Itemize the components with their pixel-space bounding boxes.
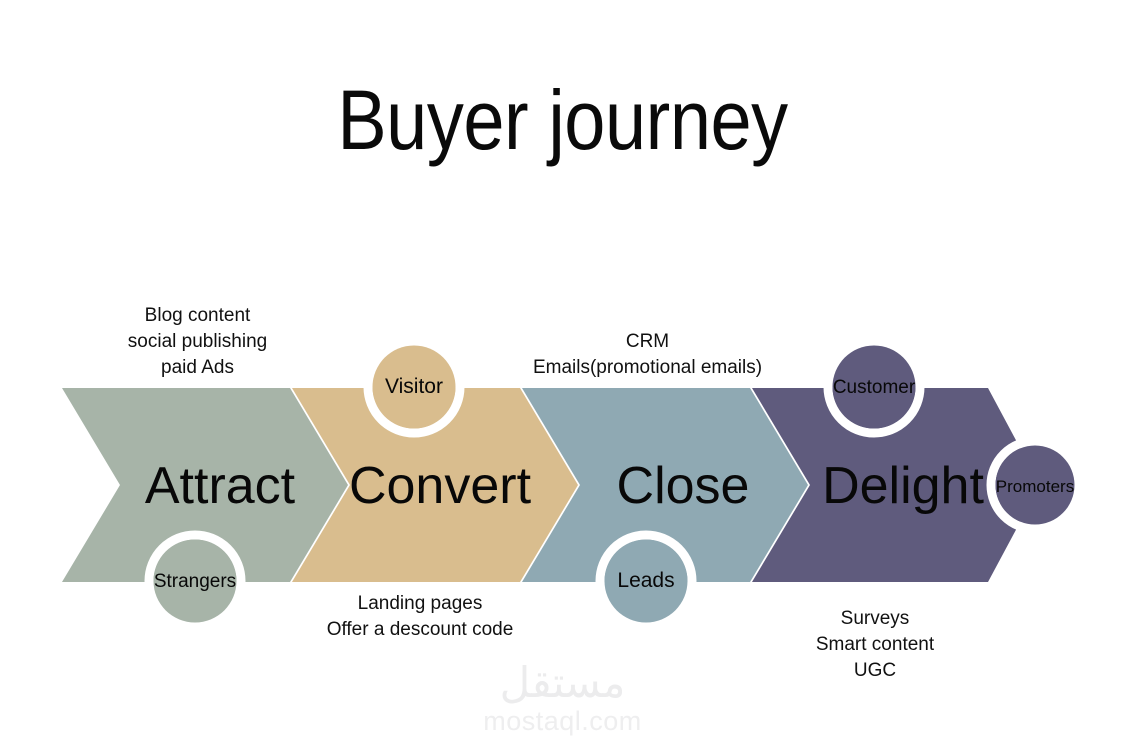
- chevron-delight[interactable]: [752, 388, 1040, 582]
- page-title: Buyer journey: [337, 73, 788, 167]
- stage-label-convert: Convert: [348, 457, 532, 515]
- stage-label-close: Close: [616, 457, 750, 515]
- node-circle-leads[interactable]: [595, 530, 697, 632]
- node-label-promoters: Promoters: [995, 477, 1075, 496]
- node-circle-customer[interactable]: [823, 336, 925, 438]
- stage-label-attract: Attract: [144, 457, 296, 515]
- annotation-delight: Surveys Smart content UGC: [815, 608, 935, 681]
- chevron-close[interactable]: [522, 388, 808, 582]
- annotation-convert: Landing pages Offer a descount code: [326, 593, 514, 640]
- chevron-attract[interactable]: [62, 388, 348, 582]
- chevron-convert[interactable]: [292, 388, 578, 582]
- node-label-customer: Customer: [832, 377, 916, 398]
- node-label-visitor: Visitor: [385, 375, 443, 398]
- node-label-leads: Leads: [617, 569, 675, 592]
- annotation-close: CRM Emails(promotional emails): [532, 331, 763, 378]
- stage-label-delight: Delight: [822, 457, 984, 515]
- node-circle-visitor[interactable]: [363, 336, 465, 438]
- node-circle-promoters[interactable]: [986, 436, 1084, 534]
- node-label-strangers: Strangers: [153, 571, 237, 592]
- node-circle-strangers[interactable]: [144, 530, 246, 632]
- annotation-attract: Blog content social publishing paid Ads: [127, 305, 268, 378]
